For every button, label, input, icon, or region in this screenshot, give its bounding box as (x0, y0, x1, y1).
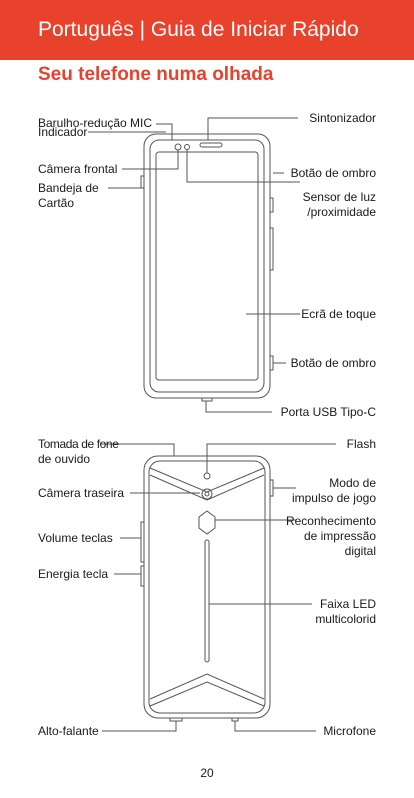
label-fingerprint-line1: Reconhecimento (285, 514, 376, 528)
label-shoulder-bottom: Botão de ombro (290, 356, 376, 370)
label-fingerprint-line3: digital (344, 544, 376, 558)
shoulder-button-top-icon (269, 197, 274, 213)
label-card-tray-line1: Bandeja de (38, 181, 99, 195)
label-fingerprint-line2: de impressão (303, 529, 376, 543)
page-header: Português | Guia de Iniciar Rápido (0, 0, 414, 60)
usb-port-icon (201, 397, 213, 402)
shoulder-button-bottom-icon (269, 355, 274, 371)
label-shoulder-top: Botão de ombro (290, 166, 376, 180)
label-rear-camera: Câmera traseira (38, 486, 125, 500)
earpiece-icon (199, 142, 223, 148)
game-boost-icon (269, 479, 274, 497)
label-touchscreen: Ecrã de toque (301, 307, 376, 321)
label-card-tray-line2: Cartão (38, 196, 75, 210)
led-strip-icon (204, 539, 210, 663)
label-led-strip-line2: multicolorid (315, 612, 376, 626)
section-title: Seu telefone numa olhada (38, 64, 274, 85)
label-headphone-line1: Tomada de fone (38, 437, 119, 451)
label-speaker: Alto-falante (38, 724, 99, 738)
side-buttons-icon (269, 227, 274, 271)
label-front-camera: Câmera frontal (38, 162, 118, 176)
power-key-icon (140, 565, 145, 587)
label-microphone: Microfone (323, 724, 376, 738)
label-indicator: Indicador (38, 125, 88, 139)
label-usb-port: Porta USB Tipo-C (280, 405, 376, 419)
label-power-key: Energia tecla (38, 567, 109, 581)
microphone-icon (231, 717, 239, 722)
label-sensor-line1: Sensor de luz (302, 190, 376, 204)
fingerprint-sensor-icon (198, 510, 216, 535)
label-receiver: Sintonizador (309, 111, 376, 125)
header-title: Português | Guia de Iniciar Rápido (38, 18, 359, 41)
volume-keys-icon (140, 521, 145, 563)
back-x-pattern (149, 467, 265, 707)
back-phone-outline (143, 455, 271, 719)
rear-camera-icon (201, 488, 213, 500)
front-phone-outline (143, 133, 271, 399)
page-number: 20 (200, 766, 214, 780)
label-noise-mic: Barulho-redução MIC (38, 116, 153, 130)
label-flash: Flash (346, 437, 376, 451)
label-game-mode-line1: Modo de (329, 476, 376, 490)
label-headphone-line2: de ouvido (38, 452, 91, 466)
front-camera-icon (174, 143, 182, 151)
label-game-mode-line2: impulso de jogo (291, 491, 376, 505)
flash-icon (203, 472, 211, 480)
indicator-icon (184, 144, 190, 150)
speaker-icon (169, 717, 183, 722)
label-sensor-line2: /proximidade (307, 205, 376, 219)
label-volume-keys: Volume teclas (38, 531, 113, 545)
label-led-strip-line1: Faixa LED (319, 597, 376, 611)
card-tray-icon (140, 175, 145, 189)
